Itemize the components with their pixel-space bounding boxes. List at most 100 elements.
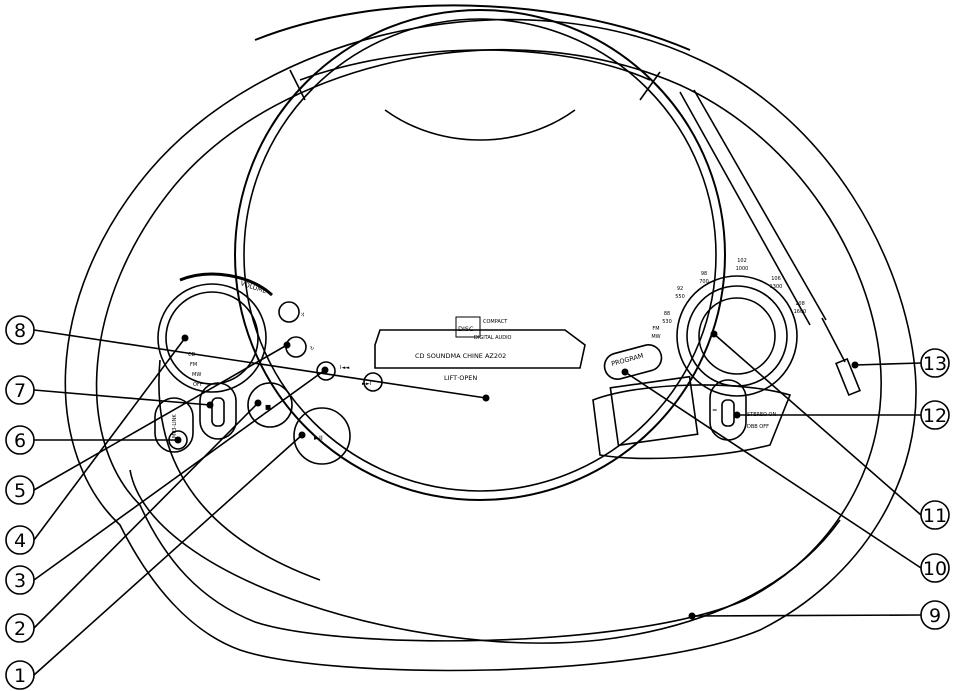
callout-circle-1 <box>5 660 35 690</box>
source-switch[interactable] <box>199 382 237 440</box>
cd-logo-disc: DISC <box>458 325 474 333</box>
callout-circle-6 <box>5 425 35 455</box>
callout-number-3: 3 <box>14 570 26 592</box>
handle-seam-left <box>289 69 306 101</box>
mp3-link-panel <box>154 397 194 453</box>
stop-icon: ■ <box>265 403 271 411</box>
display-screen <box>609 375 699 447</box>
callout-leader-2 <box>33 402 259 629</box>
program-button[interactable] <box>602 342 665 382</box>
volume-knob-ring <box>157 283 267 393</box>
callout-circle-12 <box>920 400 950 430</box>
next-icon: ►►I <box>362 381 371 387</box>
callout-circle-11 <box>920 500 950 530</box>
callout-dot-9 <box>688 612 696 620</box>
callout-leader-4 <box>33 337 186 541</box>
handle-seam-right <box>639 71 661 101</box>
callout-number-9: 9 <box>929 605 941 627</box>
front-panel <box>129 469 841 644</box>
callout-circle-13 <box>920 348 950 378</box>
previous-icon: I◄◄ <box>340 365 349 371</box>
handle-inner <box>299 49 651 81</box>
mp3-link-label: MP3-LINK <box>172 414 178 438</box>
tuner-scale-top: 88 <box>664 311 670 317</box>
tuning-dial-outer <box>676 275 798 397</box>
callout-dot-1 <box>298 431 306 439</box>
callout-number-4: 4 <box>14 530 26 552</box>
play-pause-button[interactable] <box>293 407 351 465</box>
callout-dot-2 <box>254 399 262 407</box>
handle-curve <box>384 109 576 141</box>
callout-circle-4 <box>5 525 35 555</box>
callout-leader-10 <box>624 371 922 569</box>
repeat-icon: ↻ <box>310 346 314 352</box>
callout-circle-3 <box>5 565 35 595</box>
callout-circle-2 <box>5 613 35 643</box>
body-inner-rim <box>95 48 882 642</box>
callout-dot-4 <box>181 334 189 342</box>
callout-dot-10 <box>621 368 629 376</box>
lift-open-tab[interactable] <box>374 329 586 369</box>
svg-text:CD: CD <box>188 352 195 358</box>
callout-leader-13 <box>854 362 922 366</box>
previous-button[interactable] <box>316 361 336 381</box>
callout-leader-8 <box>33 329 487 399</box>
tuner-scale-top: 108 <box>795 301 805 307</box>
svg-text:FM: FM <box>190 362 197 368</box>
dbb-switch-knob <box>721 399 735 427</box>
cd-logo-compact: COMPACT <box>483 319 508 325</box>
lift-open-label: LIFT·OPEN <box>444 374 477 382</box>
callout-leader-11 <box>713 333 922 516</box>
svg-text:MW: MW <box>192 372 201 378</box>
stop-button[interactable] <box>247 382 293 428</box>
tuner-scale-bottom: 550 <box>675 294 685 300</box>
tuner-scale-bottom: 1300 <box>770 284 783 290</box>
display-window <box>592 384 792 460</box>
callout-number-5: 5 <box>14 480 26 502</box>
shuffle-button[interactable] <box>278 301 300 323</box>
dbb-off-label: DBB OFF <box>747 424 769 430</box>
callout-leader-5 <box>33 344 288 491</box>
tuner-scale-top: 106 <box>771 276 781 282</box>
callout-circle-9 <box>920 600 950 630</box>
tuner-scale-top: 92 <box>677 286 683 292</box>
source-switch-knob <box>211 397 225 427</box>
cd-lid-outer <box>234 9 726 501</box>
tuning-knob[interactable] <box>698 297 776 375</box>
shuffle-icon: ⤨ <box>300 312 304 318</box>
tuner-scale-top: 102 <box>737 258 747 264</box>
tuner-scale-bottom: 1000 <box>736 266 749 272</box>
tuner-scale-bottom: 700 <box>699 279 709 285</box>
handle-outer <box>254 4 691 51</box>
callout-number-6: 6 <box>14 430 26 452</box>
svg-text:OFF: OFF <box>193 382 203 388</box>
callout-circle-8 <box>5 315 35 345</box>
callout-number-7: 7 <box>14 380 26 402</box>
source-labels: CD FM MW OFF <box>188 352 203 388</box>
program-label: PROGRAM <box>610 352 644 368</box>
tuner-scale-top: 98 <box>701 271 707 277</box>
callout-circle-5 <box>5 475 35 505</box>
callout-dot-3 <box>321 366 329 374</box>
tuner-scale-bottom: MW <box>651 334 660 340</box>
callout-leader-7 <box>33 389 211 406</box>
callout-number-13: 13 <box>923 353 947 375</box>
body-outline <box>64 18 917 672</box>
callout-leader-9 <box>691 614 922 617</box>
antenna-tip <box>835 357 861 397</box>
callout-number-8: 8 <box>14 320 26 342</box>
callout-dot-6 <box>174 436 182 444</box>
callout-leader-1 <box>33 434 303 676</box>
callout-number-10: 10 <box>923 558 947 580</box>
callout-dot-5 <box>283 341 291 349</box>
callout-number-12: 12 <box>923 405 947 427</box>
callout-circle-7 <box>5 375 35 405</box>
tuner-scale-bottom: 530 <box>662 319 672 325</box>
cd-logo: COMPACT DISC DIGITAL AUDIO <box>455 316 512 341</box>
display-mark: = <box>712 406 717 414</box>
callout-dot-12 <box>733 411 741 419</box>
callout-dot-8 <box>482 394 490 402</box>
cd-lid-inner <box>243 18 717 492</box>
play-pause-icon: ►II <box>314 434 323 442</box>
